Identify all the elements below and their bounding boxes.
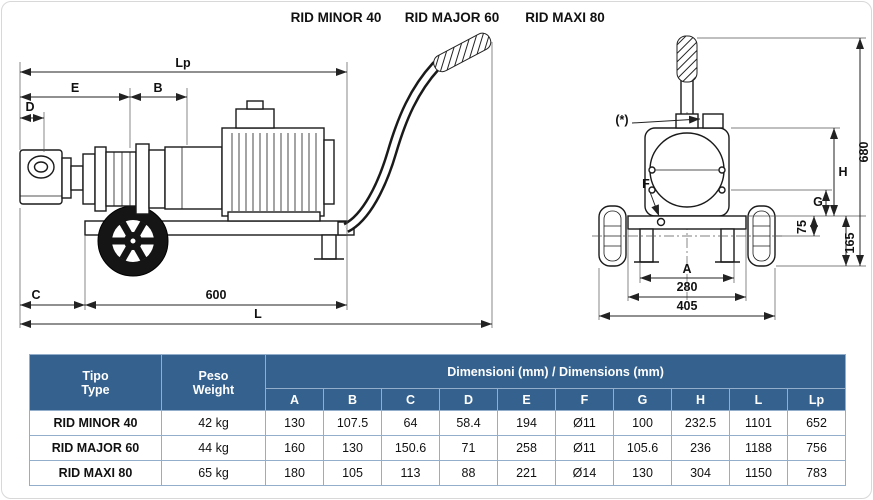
dim-cell: 64	[381, 410, 440, 436]
dim-cell: 130	[323, 435, 382, 461]
col-header-l: L	[729, 388, 788, 411]
dim-label-e: E	[71, 81, 79, 95]
dim-label-g: G	[813, 195, 823, 209]
dim-label-280: 280	[677, 280, 698, 294]
front-extension-lines	[598, 37, 866, 320]
header-dimensions: Dimensioni (mm) / Dimensions (mm)	[264, 354, 847, 389]
header-tipo-label: Tipo	[82, 368, 109, 383]
dim-cell: 236	[671, 435, 730, 461]
col-header-b: B	[323, 388, 382, 411]
model-cell: RID MAJOR 60	[29, 435, 162, 461]
dim-cell: 756	[786, 435, 847, 461]
motor	[221, 100, 335, 222]
dim-label-l: L	[254, 307, 262, 321]
dim-label-a: A	[682, 262, 691, 276]
dim-label-d: D	[25, 100, 34, 114]
dim-cell: 232.5	[671, 410, 730, 436]
dim-cell: 652	[786, 410, 847, 436]
col-header-h: H	[671, 388, 730, 411]
dim-cell: Ø11	[555, 435, 614, 461]
front-wheels	[592, 205, 782, 267]
dim-cell: 130	[613, 460, 672, 486]
model-titles: RID MINOR 40 RID MAJOR 60 RID MAXI 80	[291, 10, 605, 25]
dim-label-165: 165	[843, 233, 857, 254]
header-weight: Peso Weight	[161, 354, 266, 411]
handle	[343, 32, 492, 233]
dim-cell: 783	[786, 460, 847, 486]
model-cell: RID MAXI 80	[29, 460, 162, 486]
dim-label-lp: Lp	[175, 56, 191, 70]
col-header-g: G	[613, 388, 672, 411]
handle-grip	[433, 32, 492, 73]
table-row-rid-minor-40: RID MINOR 40 42 kg 130 107.5 64 58.4 194…	[29, 410, 847, 436]
technical-drawing: RID MINOR 40 RID MAJOR 60 RID MAXI 80	[19, 10, 871, 328]
header-peso-label: Peso	[198, 368, 229, 383]
header-type: Tipo Type	[29, 354, 162, 411]
front-callouts: (*) F	[615, 113, 701, 217]
weight-cell: 44 kg	[161, 435, 266, 461]
front-base	[627, 215, 747, 263]
header-weight-label: Weight	[192, 382, 235, 397]
dim-cell: 304	[671, 460, 730, 486]
dim-cell: 1101	[729, 410, 788, 436]
dim-cell: 258	[497, 435, 556, 461]
front-handle-grip	[676, 35, 698, 83]
weight-cell: 42 kg	[161, 410, 266, 436]
dim-label-680: 680	[857, 142, 871, 163]
dim-cell: 71	[439, 435, 498, 461]
dim-cell: 113	[381, 460, 440, 486]
filler-cap	[702, 113, 724, 129]
col-header-lp: Lp	[786, 388, 847, 411]
dim-label-h: H	[838, 165, 847, 179]
model-cell: RID MINOR 40	[29, 410, 162, 436]
dim-label-c: C	[31, 288, 40, 302]
pump-head	[19, 149, 84, 205]
col-header-a: A	[265, 388, 324, 411]
table-row-rid-major-60: RID MAJOR 60 44 kg 160 130 150.6 71 258 …	[29, 435, 847, 461]
front-horizontal-dimensions: A 280 405	[599, 262, 775, 320]
dim-cell: 194	[497, 410, 556, 436]
dim-cell: 180	[265, 460, 324, 486]
dim-label-b: B	[153, 81, 162, 95]
front-view: (*) F 680 H G	[592, 35, 871, 320]
dim-cell: 107.5	[323, 410, 382, 436]
dim-cell: 160	[265, 435, 324, 461]
dim-cell: 1188	[729, 435, 788, 461]
col-header-c: C	[381, 388, 440, 411]
dim-cell: 105	[323, 460, 382, 486]
model-title-major: RID MAJOR 60	[405, 10, 500, 25]
base-hole	[656, 217, 666, 227]
col-header-f: F	[555, 388, 614, 411]
dim-cell: 105.6	[613, 435, 672, 461]
header-type-label: Type	[81, 382, 110, 397]
weight-cell: 65 kg	[161, 460, 266, 486]
callout-star: (*)	[615, 113, 628, 127]
dim-cell: 221	[497, 460, 556, 486]
front-pump-body	[644, 113, 730, 217]
front-vertical-dimensions: 680 H G 75 165	[795, 38, 871, 266]
dimensions-table-wrap: Tipo Type Peso Weight Dimensioni (mm) / …	[29, 354, 847, 486]
dim-cell: 1150	[729, 460, 788, 486]
model-title-maxi: RID MAXI 80	[525, 10, 605, 25]
callout-f: F	[642, 177, 650, 191]
dimensions-table: Tipo Type Peso Weight Dimensioni (mm) / …	[29, 354, 847, 486]
dim-label-75: 75	[795, 220, 809, 234]
side-dimensions: Lp E B D C 600 L	[20, 56, 492, 328]
wheel	[97, 205, 169, 277]
dim-label-405: 405	[677, 299, 698, 313]
dim-label-600: 600	[206, 288, 227, 302]
dim-cell: 150.6	[381, 435, 440, 461]
model-title-minor: RID MINOR 40	[291, 10, 382, 25]
dim-cell: 88	[439, 460, 498, 486]
dim-cell: Ø14	[555, 460, 614, 486]
dim-cell: 130	[265, 410, 324, 436]
dim-cell: Ø11	[555, 410, 614, 436]
table-row-rid-maxi-80: RID MAXI 80 65 kg 180 105 113 88 221 Ø14…	[29, 460, 847, 486]
col-header-e: E	[497, 388, 556, 411]
col-header-d: D	[439, 388, 498, 411]
gearbox	[82, 143, 223, 215]
dim-cell: 58.4	[439, 410, 498, 436]
dim-cell: 100	[613, 410, 672, 436]
side-view: Lp E B D C 600 L	[19, 32, 493, 328]
